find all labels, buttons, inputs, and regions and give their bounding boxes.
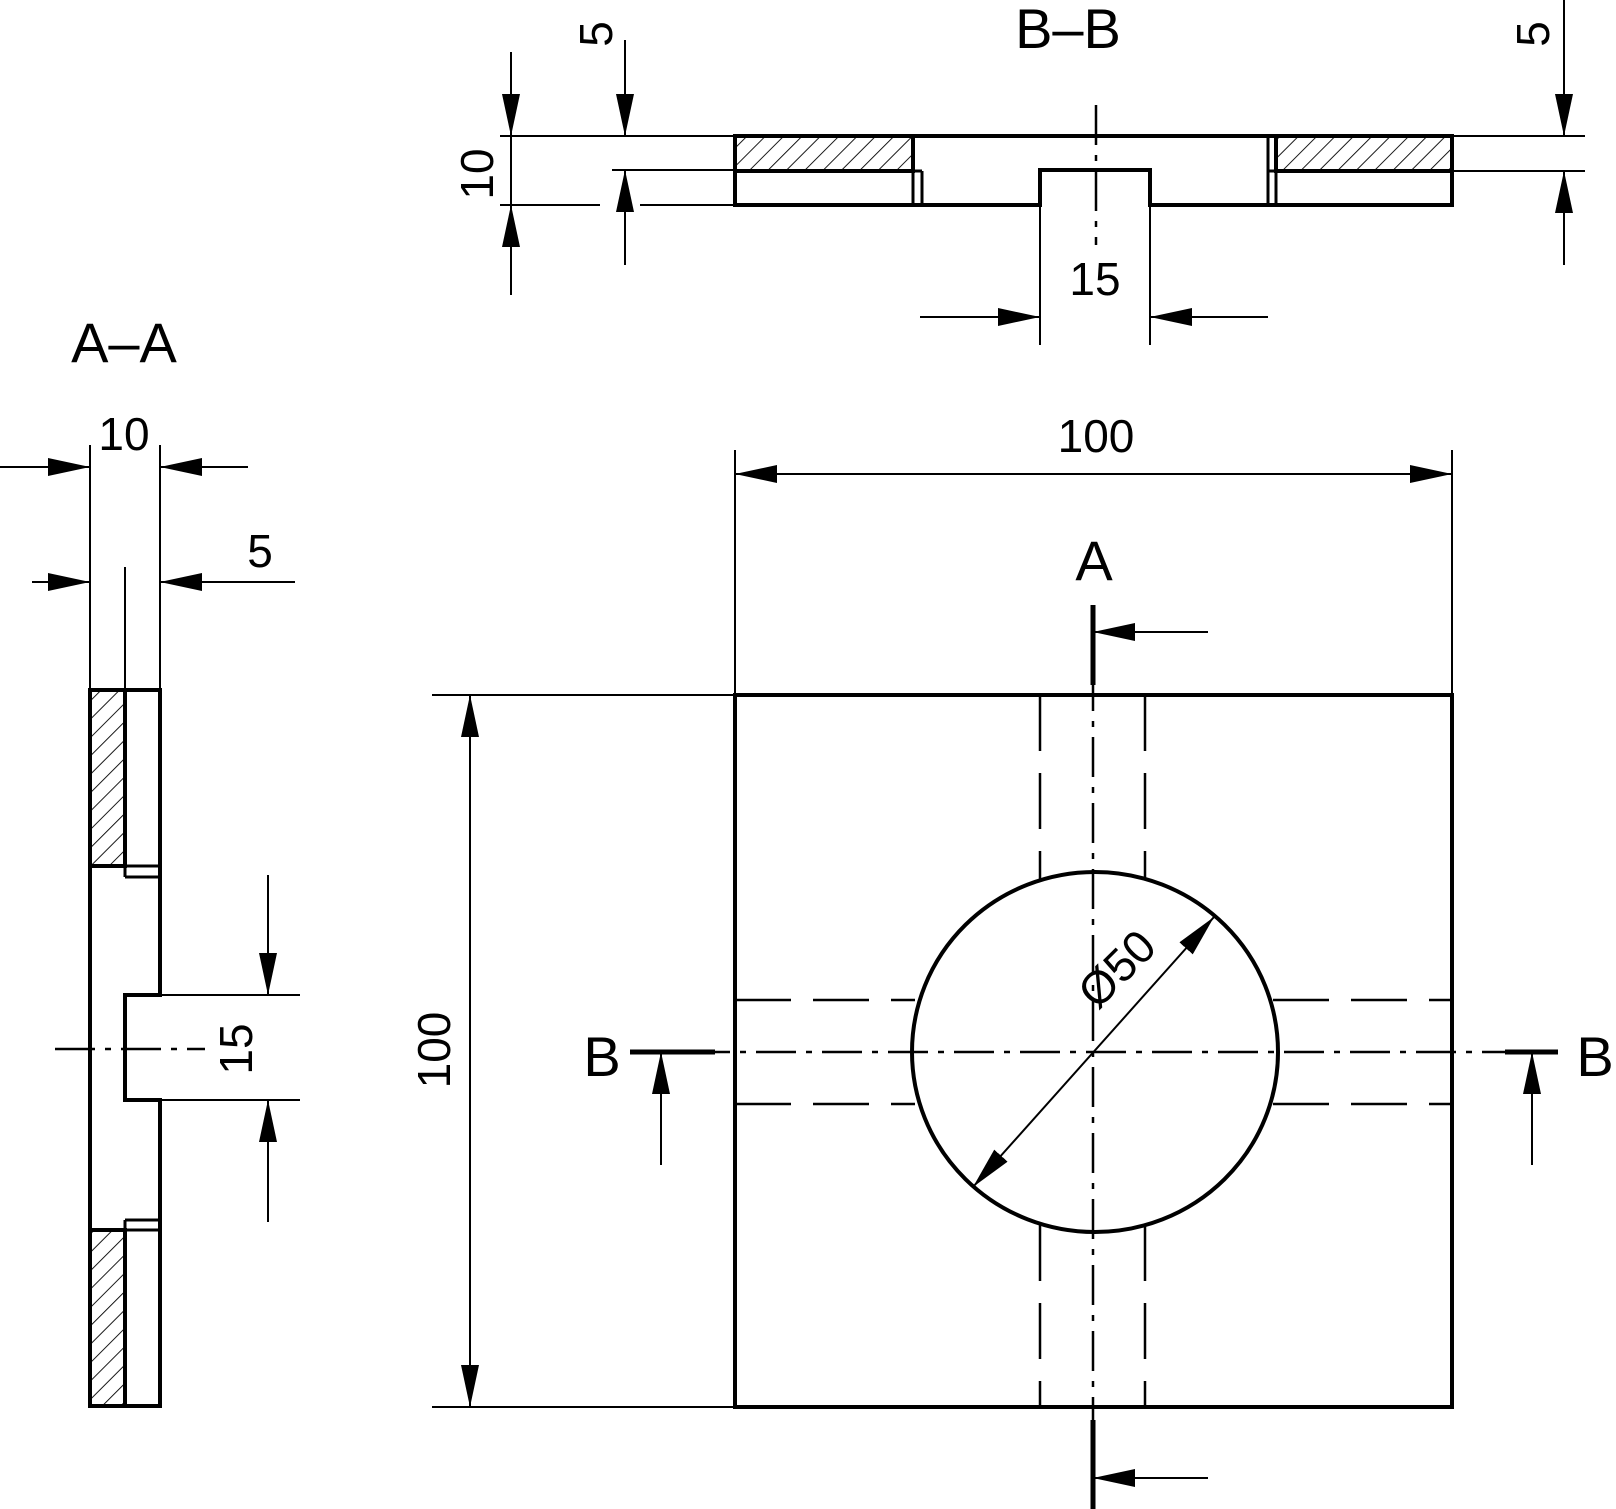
plan-width-value: 100 bbox=[1058, 410, 1135, 462]
aa-ext-lines bbox=[89, 445, 300, 1101]
cut-b-right-letter: B bbox=[1576, 1025, 1613, 1088]
aa-step-lines bbox=[90, 690, 160, 1406]
bb-dim5-right-value: 5 bbox=[1507, 21, 1559, 47]
plan-diameter-dim-line bbox=[972, 916, 1215, 1188]
plan-height-value: 100 bbox=[408, 1012, 460, 1089]
bb-right-ext-lines bbox=[1452, 135, 1585, 172]
bb-left-hatch bbox=[733, 134, 915, 173]
aa-bottom-hatch bbox=[88, 1228, 127, 1408]
bb-step-lines bbox=[735, 136, 1452, 205]
bb-dim15-value: 15 bbox=[1069, 253, 1120, 305]
plan-view: A B B 100 100 Ø50 bbox=[408, 410, 1614, 1509]
aa-dim10-value: 10 bbox=[98, 408, 149, 460]
cut-a-letter: A bbox=[1075, 529, 1113, 592]
plan-hidden-lines bbox=[735, 695, 1452, 1405]
bb-dim10-value: 10 bbox=[451, 148, 503, 199]
section-aa-view: A–A 10 5 15 bbox=[0, 311, 300, 1408]
section-aa-title: A–A bbox=[71, 311, 177, 374]
bb-left-ext-lines bbox=[500, 135, 735, 206]
aa-dim15-value: 15 bbox=[210, 1023, 262, 1074]
plan-height-ext-lines bbox=[432, 694, 735, 1408]
section-bb-view: B–B 10 5 5 15 bbox=[451, 0, 1585, 345]
aa-dim5-value: 5 bbox=[247, 525, 273, 577]
aa-outline bbox=[88, 688, 162, 1408]
bb-right-hatch bbox=[1274, 134, 1454, 173]
cut-b-left-letter: B bbox=[583, 1025, 620, 1088]
plan-width-ext-lines bbox=[734, 450, 1453, 695]
bb-outline bbox=[733, 134, 1454, 207]
section-bb-title: B–B bbox=[1015, 0, 1121, 60]
bb-dim5-left-value: 5 bbox=[570, 21, 622, 47]
aa-top-hatch bbox=[88, 688, 127, 868]
plan-diameter-value: Ø50 bbox=[1068, 920, 1166, 1018]
